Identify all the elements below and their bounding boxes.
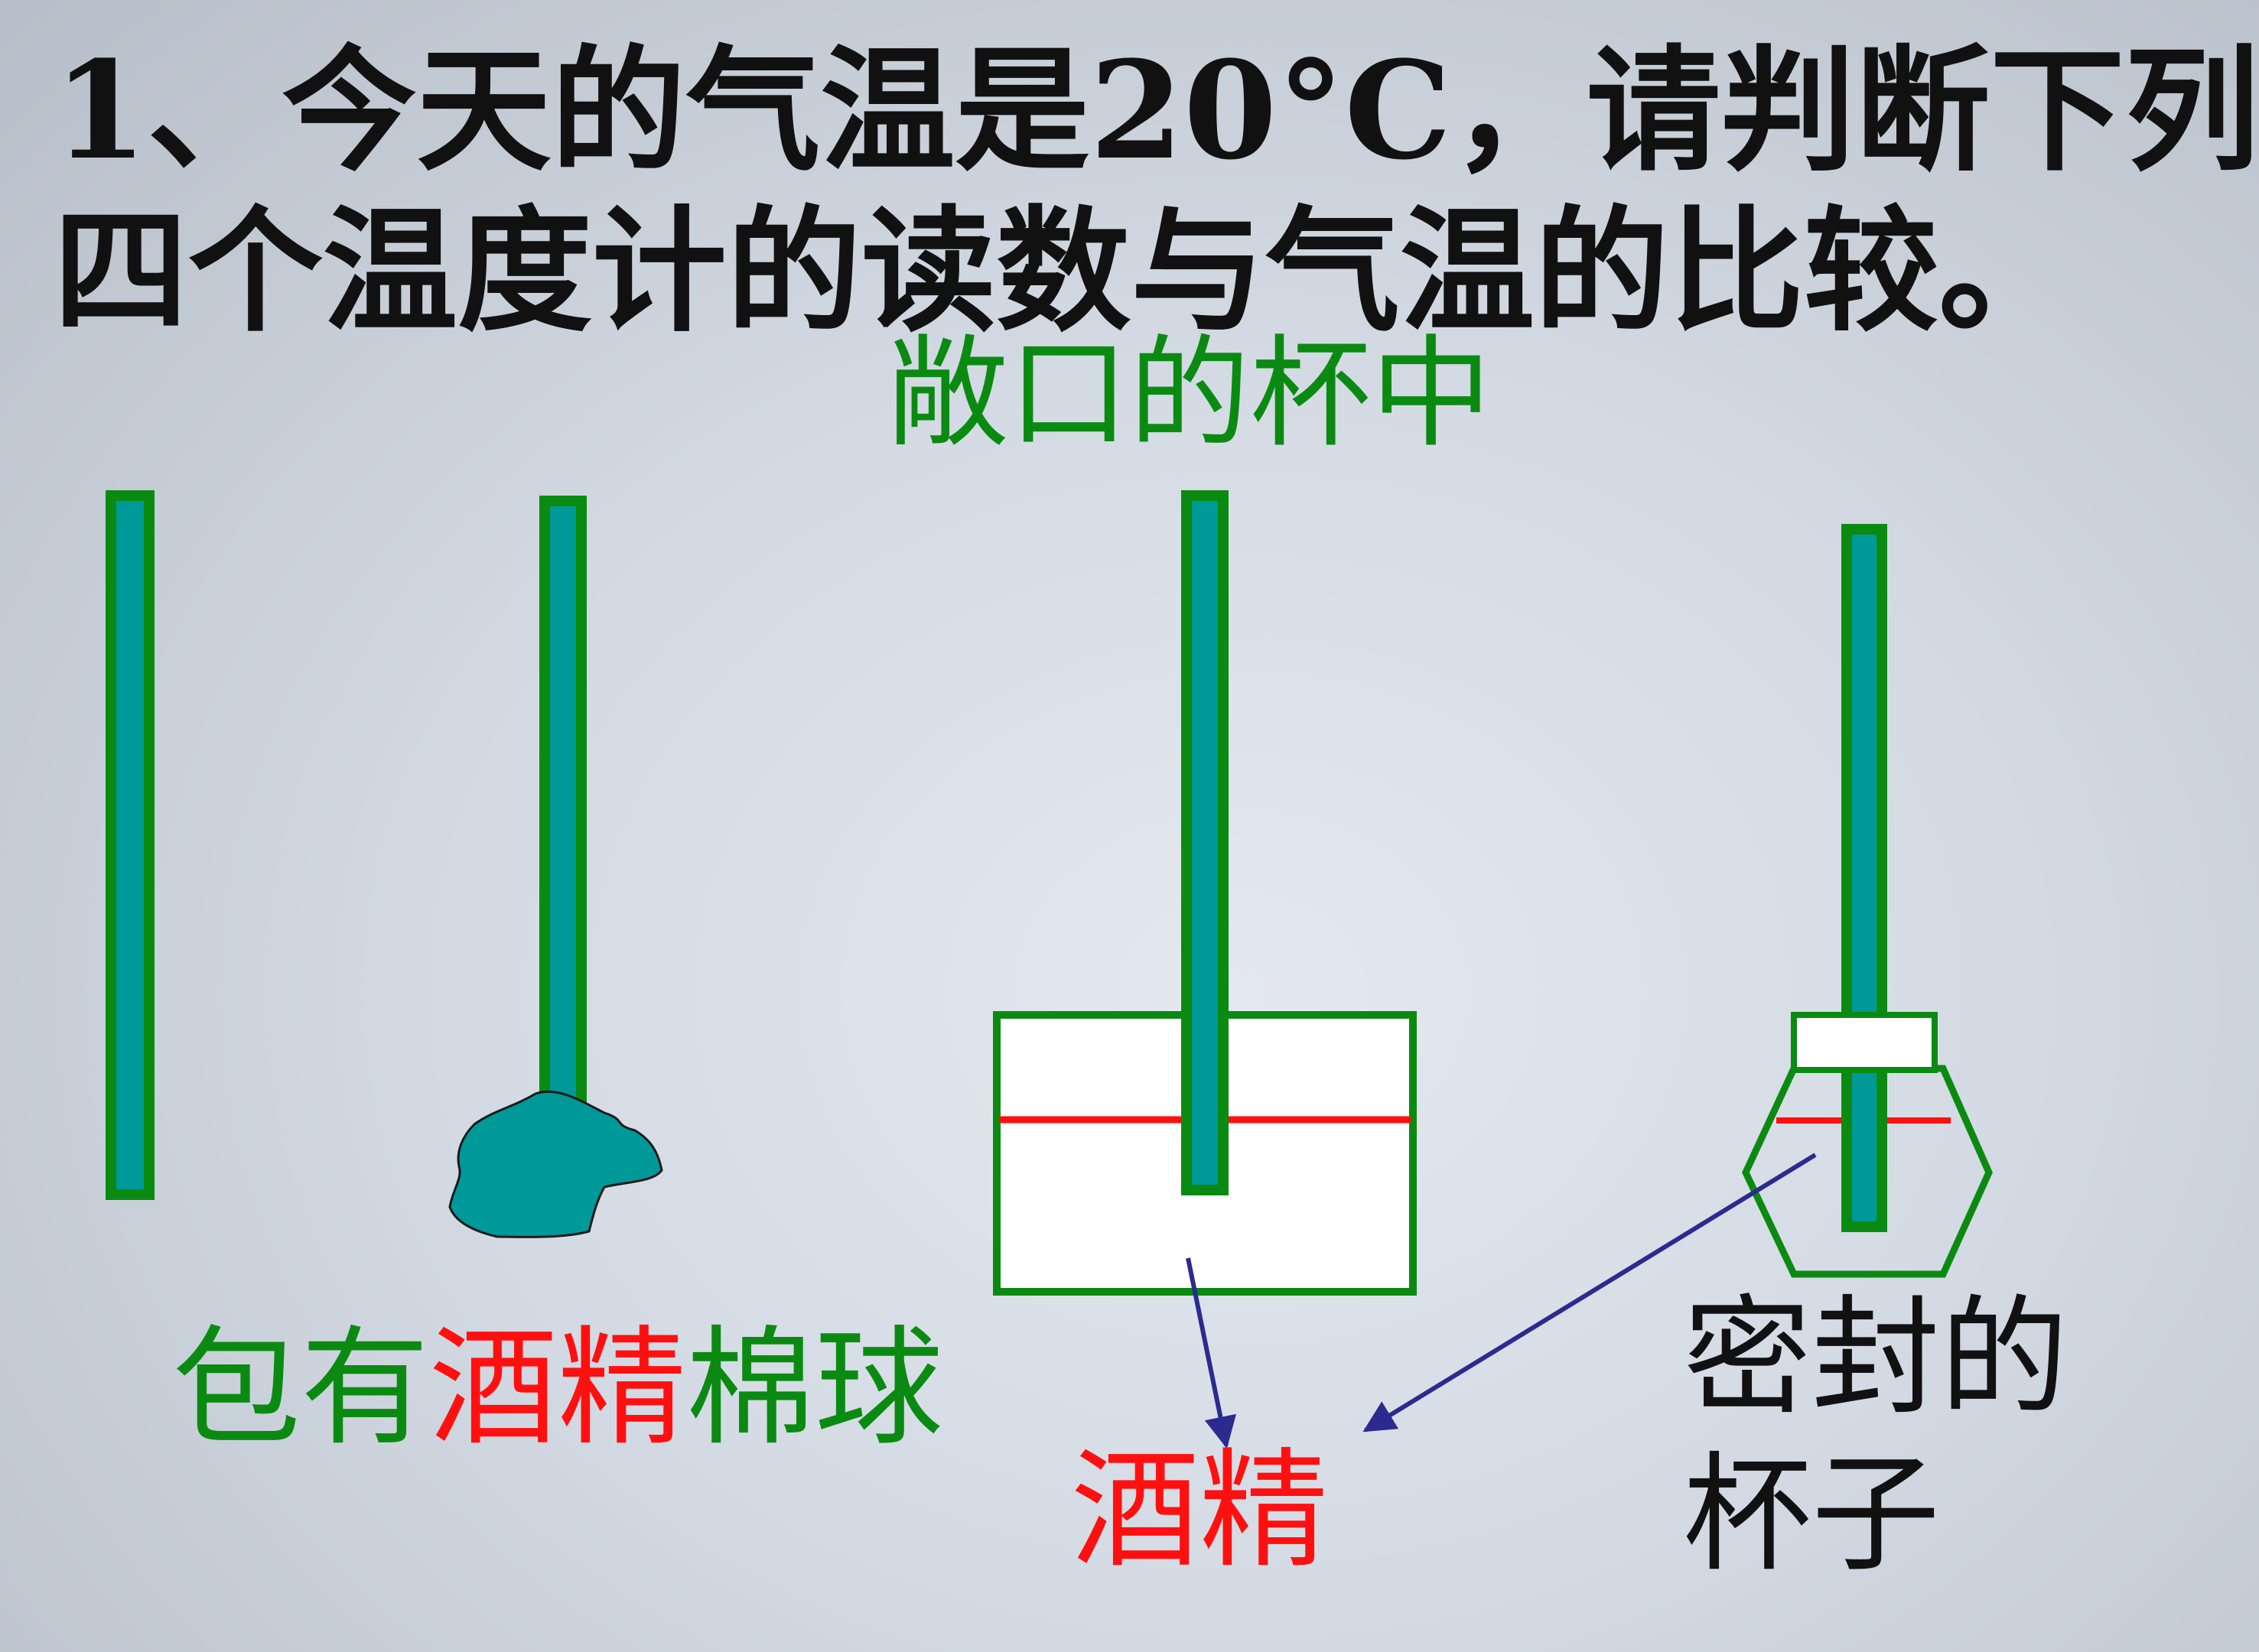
- label-cotton-alcohol: 酒精: [429, 1313, 686, 1463]
- label-cotton-suffix: 棉球: [686, 1313, 943, 1463]
- question-title-line-1: 1、今天的气温是20°C，请判断下列: [54, 31, 2259, 190]
- arrow-open-cup-to-alcohol: [1186, 1257, 1237, 1449]
- label-alcohol-cotton: 包有酒精棉球: [172, 1315, 943, 1461]
- thermometer-diagram: [106, 490, 1993, 1449]
- sealed-cup-lid: [1791, 1012, 1938, 1073]
- label-sealed-cup-line-1: 密封的: [1683, 1283, 2069, 1432]
- label-cotton-prefix: 包有: [172, 1313, 429, 1463]
- thermometer-open-cup: [1181, 490, 1229, 1195]
- thermometer-air: [106, 490, 155, 1200]
- label-alcohol: 酒精: [1071, 1436, 1328, 1585]
- thermometer-sealed-cup: [1841, 524, 1887, 1232]
- label-open-cup: 敞口的杯中: [887, 324, 1492, 464]
- arrow-sealed-cup-to-alcohol: [1362, 1153, 1817, 1432]
- question-title-line-2: 四个温度计的读数与气温的比较。: [54, 192, 2074, 350]
- sealed-cup: [1742, 1065, 1993, 1278]
- label-sealed-cup-line-2: 杯子: [1683, 1439, 1940, 1589]
- alcohol-cotton-ball: [448, 1090, 663, 1238]
- thermometer-cotton: [539, 496, 587, 1118]
